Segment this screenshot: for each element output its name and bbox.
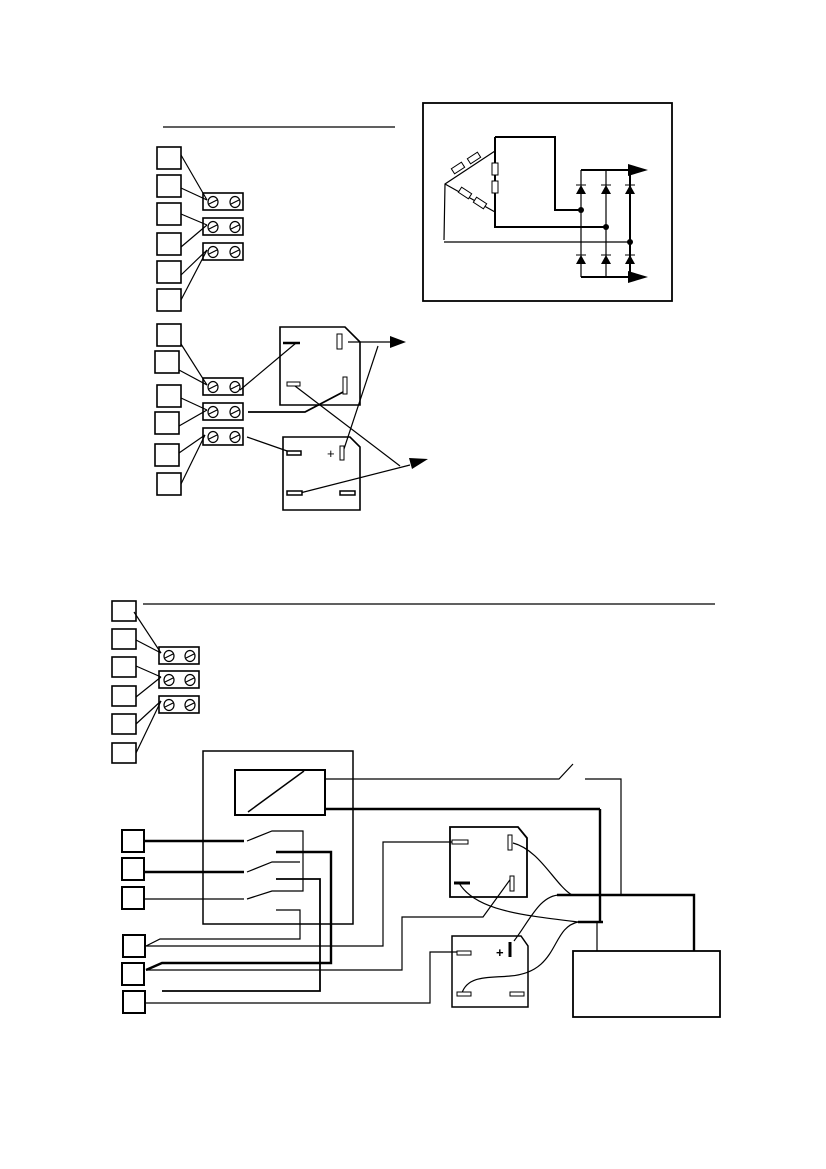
connector-boxes-group-1 bbox=[156, 146, 182, 312]
terminal-blocks-group-2 bbox=[202, 377, 244, 446]
screw-icons bbox=[207, 195, 241, 259]
bottom-wires bbox=[144, 763, 696, 1004]
connector-box bbox=[156, 323, 182, 347]
arrow-icon bbox=[628, 164, 648, 176]
terminal-blocks-group-1 bbox=[202, 192, 244, 261]
connector-box bbox=[156, 288, 182, 312]
relay-lower: + bbox=[451, 935, 529, 1008]
wires-group-2 bbox=[178, 341, 411, 494]
connector-box bbox=[154, 350, 180, 374]
diode-icons bbox=[576, 164, 648, 283]
connector-boxes-group-2 bbox=[154, 323, 182, 496]
top-wiring-section: + bbox=[154, 102, 673, 511]
plus-label: + bbox=[496, 945, 504, 960]
arrow-icon bbox=[409, 458, 428, 469]
connector-box bbox=[156, 260, 182, 284]
connector-box bbox=[154, 411, 180, 435]
connector-box bbox=[156, 174, 182, 198]
rectifier-diagram bbox=[422, 102, 673, 302]
rectifier-frame bbox=[422, 102, 673, 302]
connector-box bbox=[154, 443, 180, 467]
plus-label: + bbox=[327, 446, 335, 461]
arrow-icon bbox=[390, 336, 406, 348]
relay-top bbox=[279, 326, 361, 406]
control-unit-box bbox=[572, 950, 721, 1018]
connector-boxes-group-4 bbox=[121, 829, 146, 1014]
connector-box bbox=[156, 232, 182, 256]
switch-unit bbox=[202, 750, 354, 925]
wires-group-1 bbox=[180, 154, 208, 301]
relay-upper bbox=[449, 826, 528, 898]
terminal-blocks-group-3 bbox=[133, 611, 200, 754]
bottom-wiring-section: + bbox=[111, 600, 721, 1018]
connector-box bbox=[156, 384, 182, 408]
connector-boxes-group-3 bbox=[111, 600, 137, 764]
connector-box bbox=[156, 472, 182, 496]
screw-icons bbox=[207, 380, 241, 444]
arrow-icon bbox=[628, 271, 648, 283]
relay-bottom: + bbox=[282, 436, 361, 511]
connector-box bbox=[156, 146, 182, 170]
resistor-icons bbox=[450, 151, 499, 210]
connector-box bbox=[156, 202, 182, 226]
